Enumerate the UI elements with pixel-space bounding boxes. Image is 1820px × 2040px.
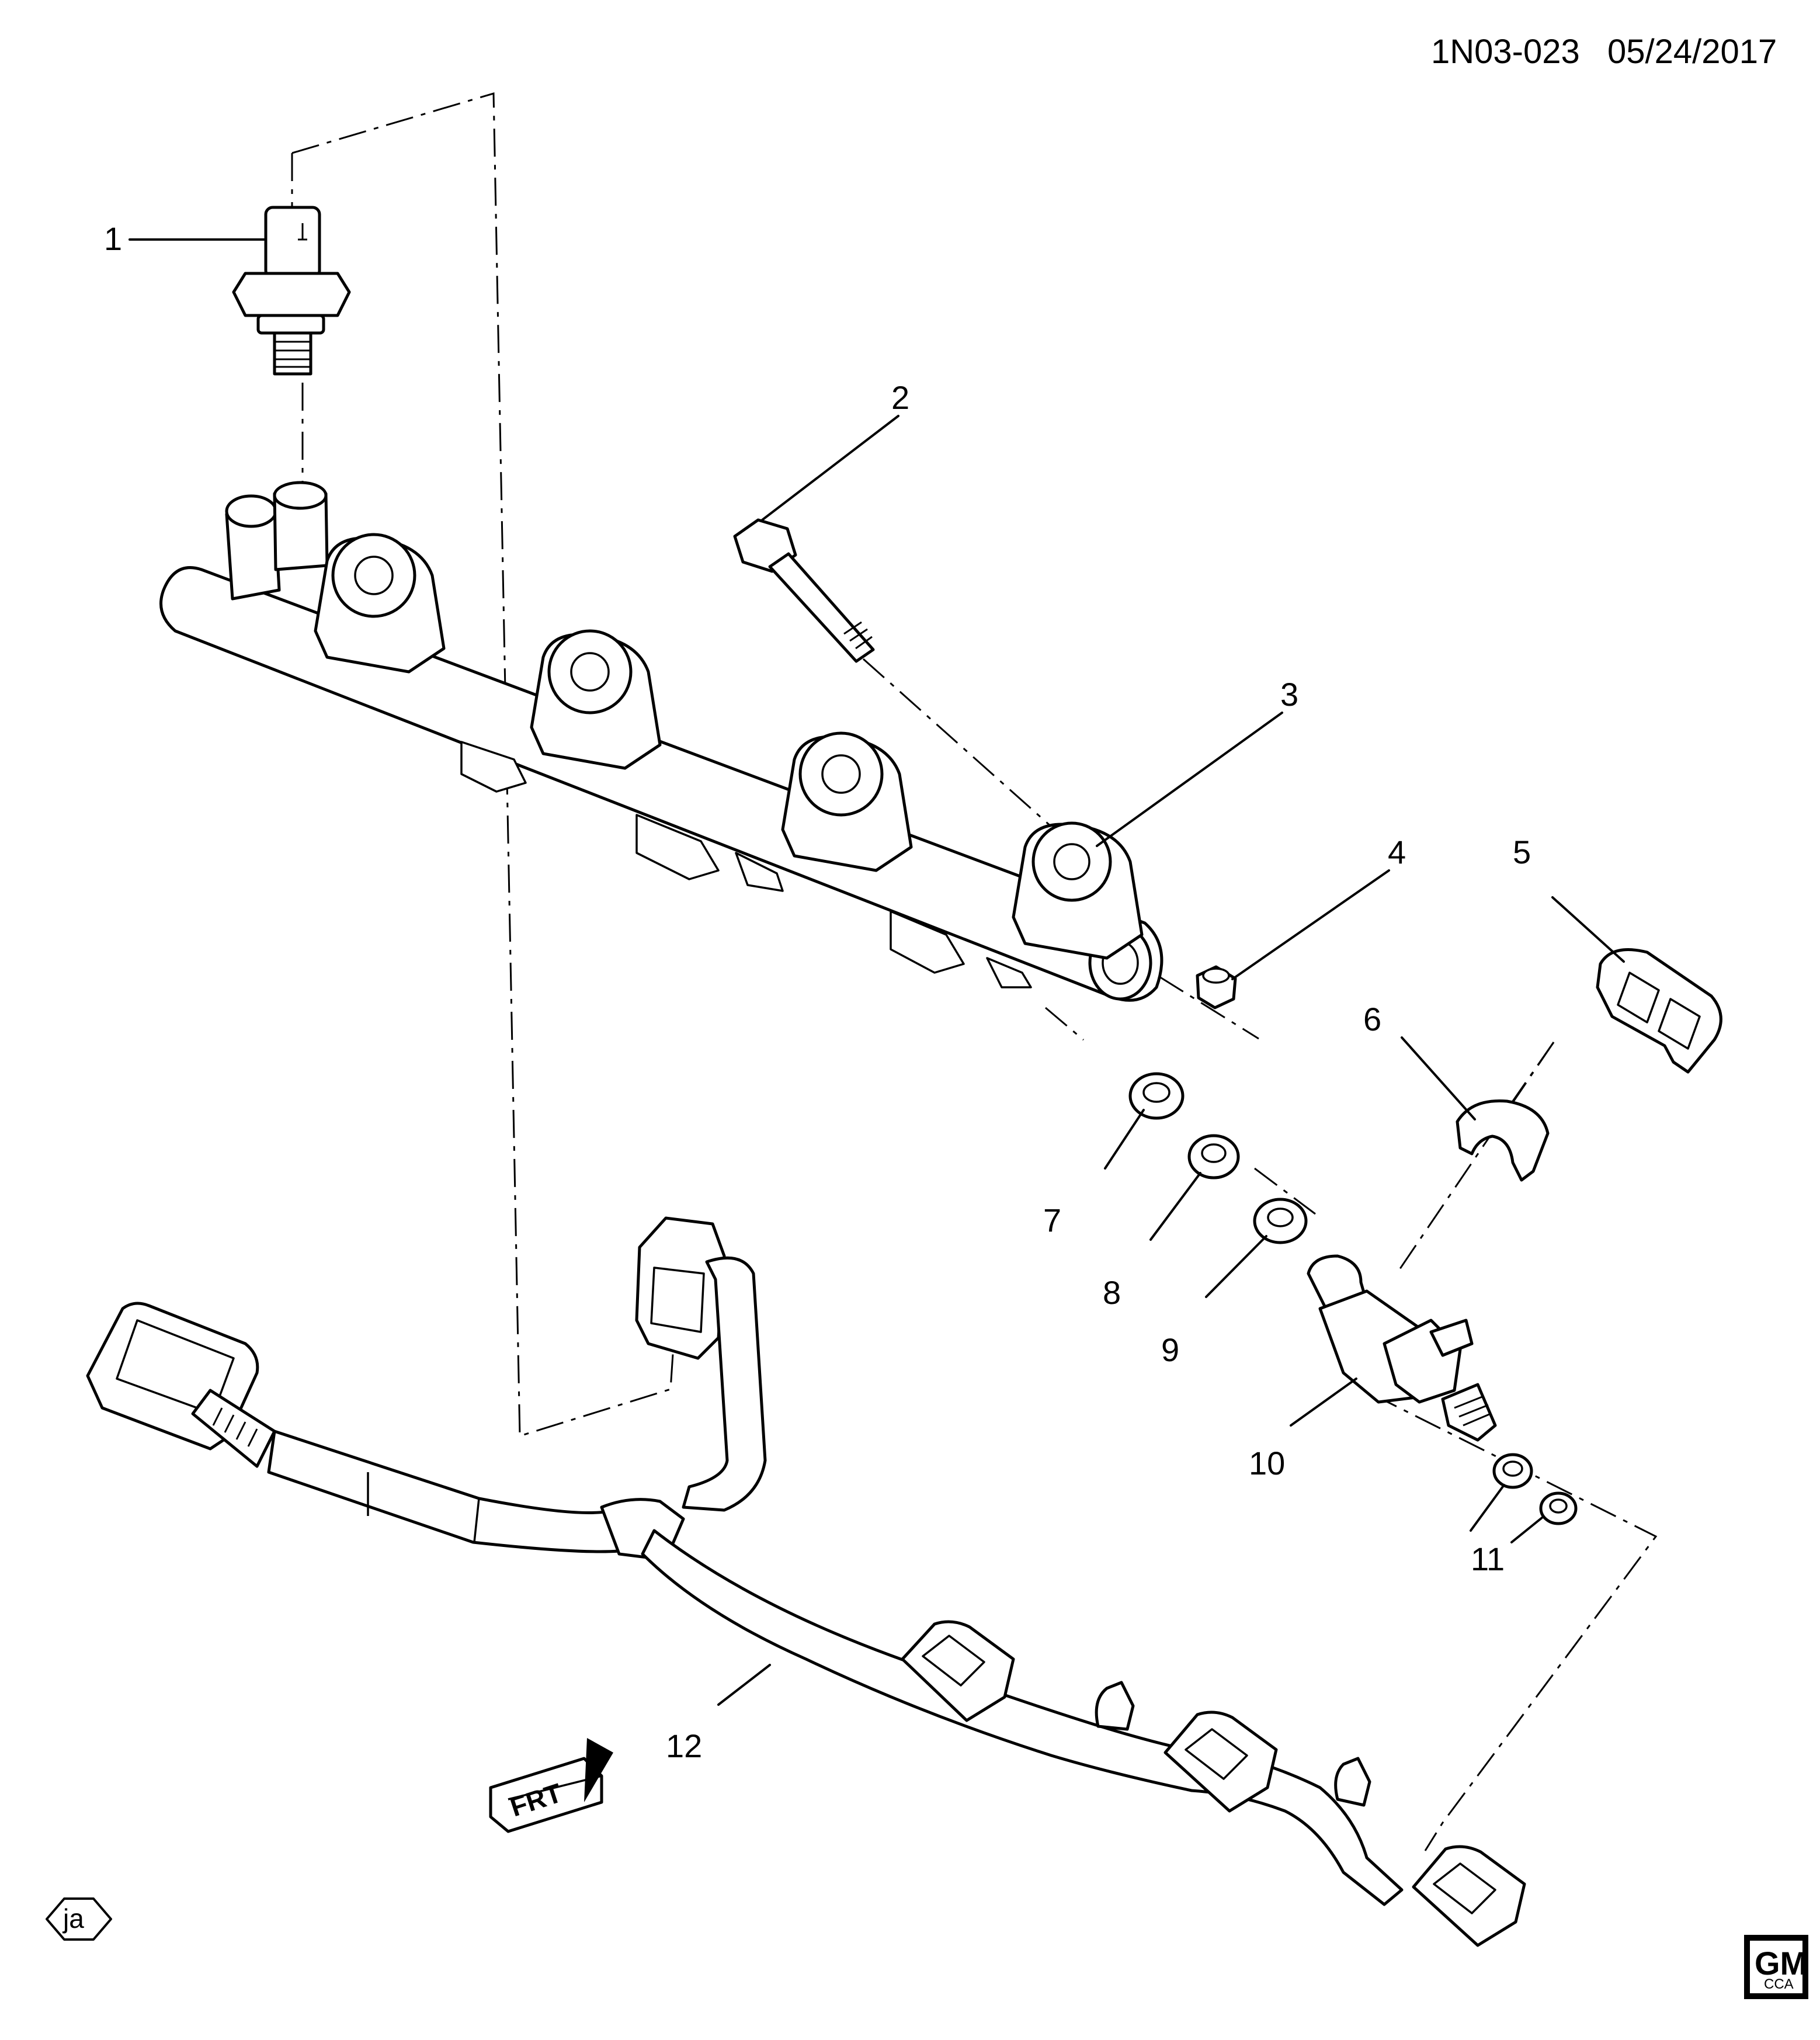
fuel-injector bbox=[1307, 1254, 1497, 1442]
callout-6: 6 bbox=[1363, 1001, 1381, 1038]
callout-3: 3 bbox=[1280, 676, 1298, 713]
fuel-pressure-sensor bbox=[232, 206, 351, 376]
o-ring-11b bbox=[1539, 1491, 1578, 1525]
front-direction-indicator: FRT bbox=[489, 1738, 613, 1833]
injector-boss-3 bbox=[781, 731, 913, 872]
callout-2: 2 bbox=[891, 379, 909, 416]
diagram-date: 05/24/2017 bbox=[1607, 33, 1777, 71]
injector-boss-2 bbox=[530, 629, 662, 770]
o-ring-9 bbox=[1253, 1198, 1308, 1244]
rail-spacer bbox=[1196, 965, 1237, 1009]
callout-numbers: 1 2 3 4 5 6 7 8 9 10 11 12 bbox=[104, 220, 1531, 1764]
o-ring-8 bbox=[1187, 1134, 1240, 1179]
callout-9: 9 bbox=[1161, 1331, 1179, 1368]
gm-logo-text: GM bbox=[1755, 1945, 1807, 1982]
gm-logo: GM CCA bbox=[1744, 1935, 1808, 1999]
callout-5: 5 bbox=[1513, 834, 1531, 870]
injector-boss-1 bbox=[314, 533, 446, 674]
fuel-rail-bolt bbox=[733, 518, 875, 663]
diagram-header: 1N03-023 05/24/2017 bbox=[1431, 33, 1777, 71]
injector-u-clip bbox=[1456, 1099, 1550, 1182]
callout-1: 1 bbox=[104, 220, 122, 257]
callout-4: 4 bbox=[1388, 834, 1406, 870]
callout-7: 7 bbox=[1043, 1202, 1061, 1238]
o-ring-11a bbox=[1492, 1453, 1533, 1489]
assembly-lines bbox=[291, 92, 1658, 1851]
callout-12: 12 bbox=[666, 1727, 702, 1764]
callout-8: 8 bbox=[1103, 1274, 1121, 1311]
o-ring-7 bbox=[1128, 1072, 1185, 1120]
diagram-code: 1N03-023 bbox=[1431, 33, 1580, 71]
fuel-rail bbox=[159, 481, 1163, 1002]
gm-logo-subtext: CCA bbox=[1764, 1976, 1794, 1992]
injector-wiring-harness bbox=[86, 1216, 1526, 1947]
callout-10: 10 bbox=[1249, 1445, 1285, 1482]
ja-badge-label: ja bbox=[62, 1903, 84, 1934]
ja-badge: ja bbox=[46, 1897, 112, 1941]
injector-boss-4 bbox=[1012, 821, 1144, 960]
injector-clip bbox=[1596, 948, 1722, 1074]
callout-11: 11 bbox=[1471, 1541, 1505, 1577]
leader-lines bbox=[128, 238, 1625, 1706]
